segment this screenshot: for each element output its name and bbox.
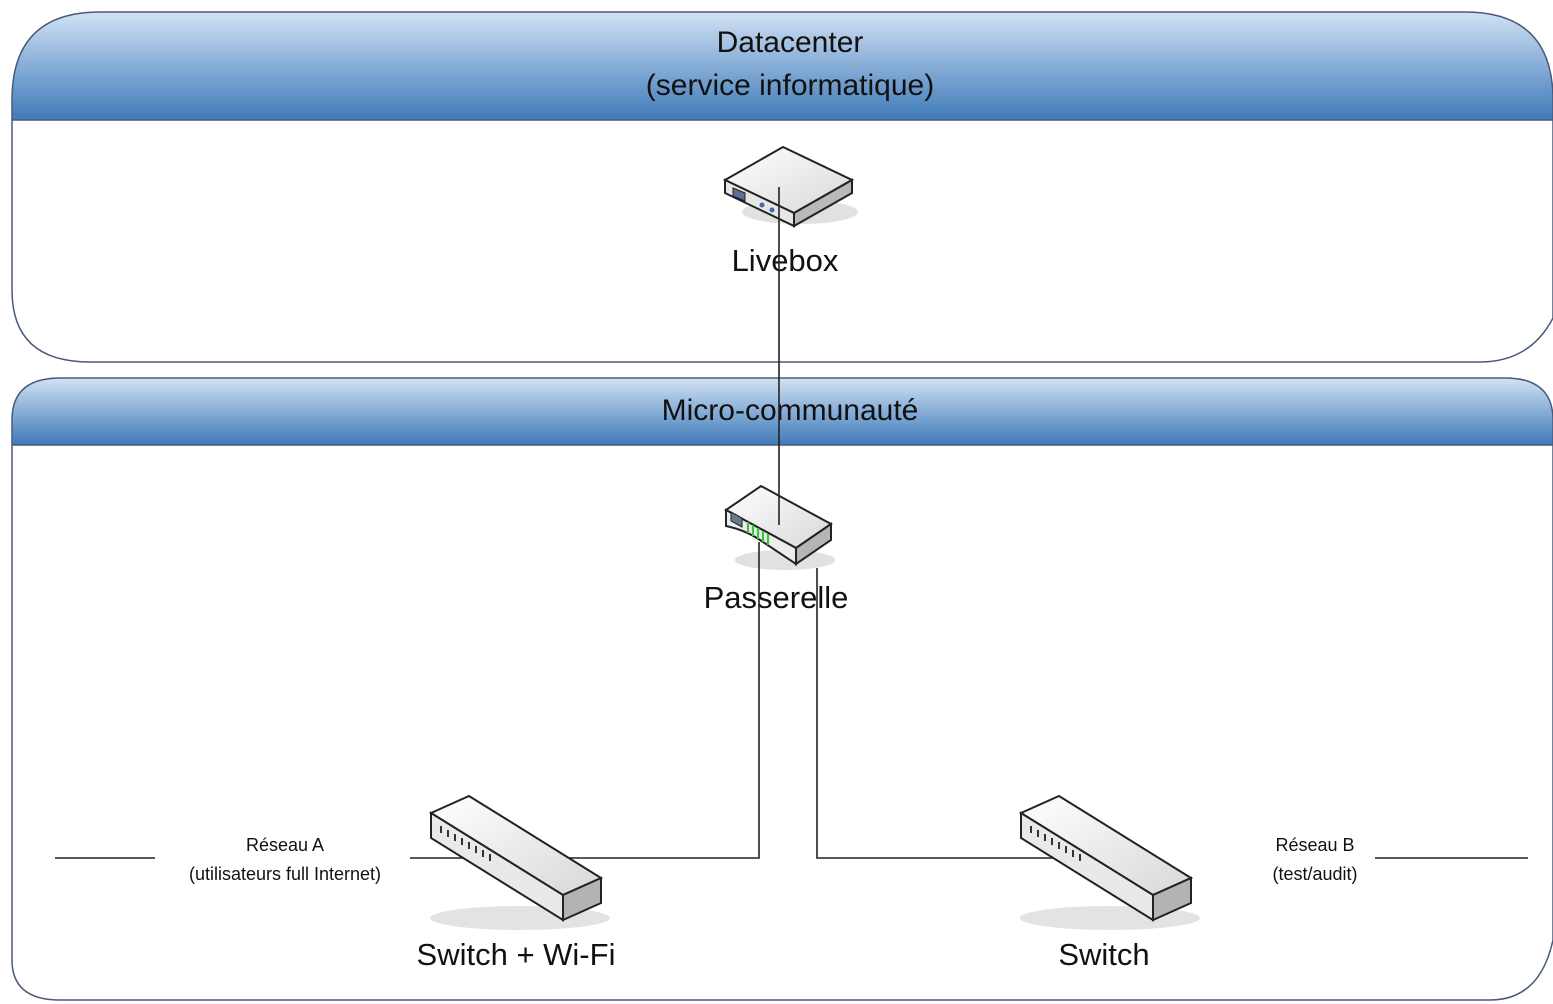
switch-icon (428, 794, 610, 930)
zone-datacenter-title: Datacenter (717, 26, 864, 59)
device-switch-wifi-label: Switch + Wi-Fi (417, 937, 616, 972)
device-switch-wifi: Switch + Wi-Fi (417, 794, 616, 972)
device-livebox-label: Livebox (732, 243, 839, 278)
device-passerelle: Passerelle (704, 484, 849, 615)
network-b-description: (test/audit) (1272, 864, 1357, 884)
zone-datacenter-header (12, 12, 1553, 120)
zone-micro-header (12, 378, 1553, 445)
modem-icon (722, 145, 858, 228)
device-switch: Switch (1018, 794, 1200, 972)
network-a-label: Réseau A (utilisateurs full Internet) (189, 835, 381, 884)
network-b-name: Réseau B (1275, 835, 1354, 855)
link-passerelle-switch (816, 568, 1072, 859)
network-a-description: (utilisateurs full Internet) (189, 864, 381, 884)
device-passerelle-label: Passerelle (704, 580, 849, 615)
switch-icon (1018, 794, 1200, 930)
zone-datacenter-subtitle: (service informatique) (646, 69, 934, 102)
zone-micro-communaute: Micro-communauté (11, 377, 1553, 1001)
router-icon (724, 484, 835, 570)
network-b-label: Réseau B (test/audit) (1272, 835, 1357, 884)
zone-micro-title: Micro-communauté (662, 394, 919, 427)
zone-micro-border (11, 377, 1553, 1001)
device-switch-label: Switch (1058, 937, 1149, 972)
network-a-name: Réseau A (246, 835, 324, 855)
device-livebox: Livebox (722, 145, 858, 278)
